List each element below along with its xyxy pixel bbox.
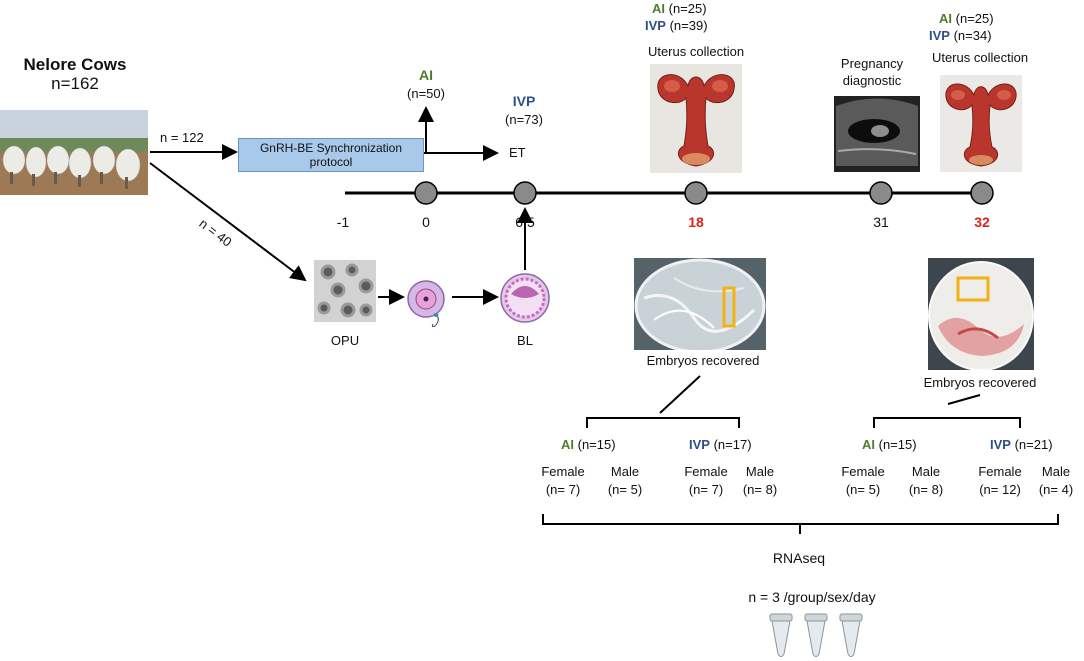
et-label: ET (509, 145, 526, 160)
day18-ai-line: AI (n=25) (652, 1, 707, 17)
g18-ai: AI (561, 437, 574, 452)
day-label-31: 31 (873, 214, 889, 230)
herd-count: n=162 (51, 74, 99, 93)
embryos-recovered-32: Embryos recovered (923, 375, 1037, 390)
g32-cell-n: (n= 12) (979, 482, 1021, 497)
g18-cell-n: (n= 7) (688, 482, 724, 497)
embryo-dish-day18 (634, 258, 766, 350)
embryo-dish-day32 (928, 258, 1034, 370)
g32-cell-n: (n= 5) (845, 482, 881, 497)
day32-ai: AI (939, 11, 952, 26)
ai-n-top: (n=50) (407, 86, 445, 101)
g18-ai-line: AI (n=15) (561, 437, 616, 453)
day32-uterus-caption: Uterus collection (931, 50, 1029, 65)
day18-ivp: IVP (645, 18, 666, 33)
roi-box-day18 (722, 286, 736, 328)
timeline-node-32 (970, 181, 994, 205)
uterus-photo-day32 (940, 75, 1022, 172)
g32-cell-sex: Male (911, 464, 941, 479)
ivp-n-top: (n=73) (505, 112, 543, 127)
timeline-node-6-5 (513, 181, 537, 205)
ai-label-top: AI (419, 67, 433, 83)
day32-ivp-n: (n=34) (953, 28, 992, 43)
blastocyst-icon (499, 272, 551, 324)
day-label-18: 18 (688, 214, 704, 230)
g32-ai-line: AI (n=15) (862, 437, 917, 453)
pregnancy-line2: diagnostic (842, 73, 902, 88)
day32-ivp-line: IVP (n=34) (929, 28, 992, 44)
opu-label: OPU (330, 333, 360, 348)
timeline-node-0 (414, 181, 438, 205)
g32-cell-n: (n= 8) (908, 482, 944, 497)
rnaseq-label: RNAseq (772, 550, 826, 566)
day18-uterus-caption: Uterus collection (647, 44, 745, 59)
g18-ivp: IVP (689, 437, 710, 452)
rnaseq-brace (542, 514, 1059, 534)
ultrasound-image (834, 96, 920, 172)
day18-ivp-line: IVP (n=39) (645, 18, 708, 34)
g32-ivp-line: IVP (n=21) (990, 437, 1053, 453)
sample-tubes-icon (760, 612, 870, 660)
uterus-photo-day18 (650, 64, 742, 173)
day18-ai-n: (n=25) (668, 1, 707, 16)
tube-icon (804, 613, 828, 657)
g32-ivp-n: (n=21) (1014, 437, 1053, 452)
bracket-18 (586, 417, 740, 428)
day32-ai-n: (n=25) (955, 11, 994, 26)
g18-cell-n: (n= 5) (607, 482, 643, 497)
day32-ivp: IVP (929, 28, 950, 43)
bl-label: BL (517, 333, 533, 348)
g32-cell-sex: Female (841, 464, 885, 479)
g32-cell-sex: Female (978, 464, 1022, 479)
g18-cell-sex: Female (541, 464, 585, 479)
day32-ai-line: AI (n=25) (939, 11, 994, 27)
g32-ai: AI (862, 437, 875, 452)
day-label-0: 0 (422, 214, 430, 230)
day-label-32: 32 (974, 214, 990, 230)
cattle-photo (0, 110, 148, 195)
day18-ivp-n: (n=39) (669, 18, 708, 33)
upper-branch-n: n = 122 (160, 130, 204, 145)
bracket-32 (873, 417, 1021, 428)
g18-ai-n: (n=15) (577, 437, 616, 452)
tube-icon (769, 613, 793, 657)
title-nelore-cows: Nelore Cows (23, 55, 127, 74)
embryos-recovered-18: Embryos recovered (646, 353, 760, 368)
sync-box-line1: GnRH-BE Synchronization (259, 141, 403, 155)
ivp-label-top: IVP (512, 93, 536, 109)
g32-cell-n: (n= 4) (1038, 482, 1074, 497)
g18-cell-n: (n= 7) (545, 482, 581, 497)
g18-cell-n: (n= 8) (742, 482, 778, 497)
opu-image (314, 260, 376, 322)
synchronization-box: GnRH-BE Synchronization protocol (238, 138, 424, 172)
timeline-node-31 (869, 181, 893, 205)
g32-ai-n: (n=15) (878, 437, 917, 452)
oocyte-sperm-icon (403, 278, 453, 330)
day-label-minus1: -1 (336, 214, 350, 230)
g18-ivp-line: IVP (n=17) (689, 437, 752, 453)
tube-icon (839, 613, 863, 657)
pregnancy-line1: Pregnancy (840, 56, 904, 71)
sampling-label: n = 3 /group/sex/day (748, 589, 876, 605)
sync-box-line2: protocol (309, 155, 353, 169)
g18-cell-sex: Female (684, 464, 728, 479)
day18-ai: AI (652, 1, 665, 16)
g32-ivp: IVP (990, 437, 1011, 452)
g18-ivp-n: (n=17) (713, 437, 752, 452)
timeline-node-18 (684, 181, 708, 205)
arrow-to-opu (149, 162, 307, 282)
day-label-6-5: 6.5 (515, 214, 535, 230)
g18-cell-sex: Male (610, 464, 640, 479)
roi-box-day32 (956, 276, 990, 302)
g18-cell-sex: Male (745, 464, 775, 479)
g32-cell-sex: Male (1041, 464, 1071, 479)
